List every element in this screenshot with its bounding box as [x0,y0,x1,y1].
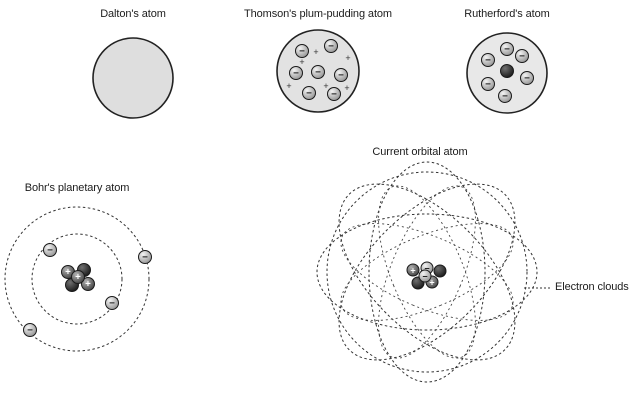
electron-sign: − [306,88,312,99]
electron-sign: − [504,44,510,55]
thomson-positive-charge: + [344,83,349,93]
electron-sign: − [293,68,299,79]
orbital-nucleus-proton: + [406,263,420,277]
rutherford-nucleus [500,64,514,78]
thomson-electron: − [334,68,348,82]
electron-cloud-lobe [368,161,486,383]
bohr-electron: − [105,296,119,310]
electron-sign: − [315,67,321,78]
thomson-atom: −−−−−−− ++++++ [276,29,360,113]
rutherford-electron: − [481,53,495,67]
electron-sign: − [27,325,33,336]
bohr-electron: − [23,323,37,337]
orbital-nucleus-electron: − [418,269,432,283]
proton-sign: + [65,267,71,278]
electron-sign: − [422,272,427,282]
rutherford-electron: − [481,77,495,91]
orbital-nucleus-neutron [433,264,447,278]
dalton-atom [92,37,174,119]
electron-clouds-label: Electron clouds [555,281,629,293]
proton-sign: + [410,266,415,276]
electron-cloud-lobe [378,185,476,359]
proton-sign: + [85,279,91,290]
thomson-positive-charge: + [323,81,328,91]
bohr-electron: − [138,250,152,264]
electron-cloud-lobe [338,183,516,361]
rutherford-electron: − [498,89,512,103]
electron-sign: − [47,245,53,256]
electron-sign: − [524,73,530,84]
electron-cloud-lobe [378,185,476,359]
thomson-electron: − [327,87,341,101]
electron-sign: − [328,41,334,52]
thomson-positive-charge: + [313,47,318,57]
electron-sign: − [485,79,491,90]
electron-sign: − [142,252,148,263]
thomson-label: Thomson's plum-pudding atom [244,8,392,20]
orbital-label: Current orbital atom [372,146,468,158]
rutherford-electron: − [520,71,534,85]
bohr-orbit-outer [4,206,150,352]
rutherford-electron: − [515,49,529,63]
thomson-electron: − [302,86,316,100]
electron-sign: − [502,91,508,102]
thomson-electron: − [311,65,325,79]
electron-sign: − [109,298,115,309]
bohr-electron: − [43,243,57,257]
electron-sign: − [424,264,429,274]
bohr-atom: + + + − − − − [4,206,152,352]
bohr-nucleus-proton: + [81,277,95,291]
electron-sign: − [299,46,305,57]
rutherford-atom: −−−−−− [466,32,548,114]
bohr-nucleus-proton: + [71,270,85,284]
electron-cloud-lobe [316,213,538,331]
thomson-electron: − [295,44,309,58]
thomson-electron: − [324,39,338,53]
bohr-orbit-inner [31,233,123,325]
electron-cloud-lobe [340,223,514,321]
thomson-positive-charge: + [345,53,350,63]
thomson-positive-charge: + [299,57,304,67]
rutherford-label: Rutherford's atom [464,8,550,20]
dalton-sphere [92,37,174,119]
proton-sign: + [429,278,434,288]
electron-sign: − [519,51,525,62]
thomson-electron: − [289,66,303,80]
rutherford-electron: − [500,42,514,56]
orbital-atom: +−+− [316,161,552,383]
electron-cloud-lobe [338,183,516,361]
electron-sign: − [338,70,344,81]
orbital-outer-cloud [326,171,528,373]
electron-sign: − [485,55,491,66]
electron-sign: − [331,89,337,100]
bohr-label: Bohr's planetary atom [24,182,130,194]
proton-sign: + [75,272,81,283]
electron-cloud-lobe [340,223,514,321]
thomson-positive-charge: + [286,81,291,91]
dalton-label: Dalton's atom [100,8,166,20]
